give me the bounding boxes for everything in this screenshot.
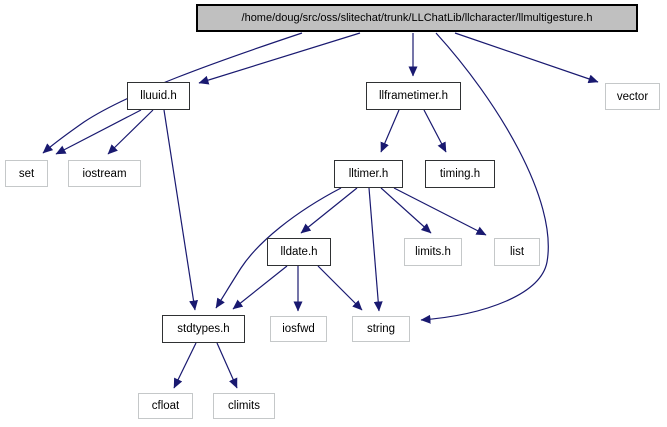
node-iosfwd: iosfwd — [270, 316, 327, 342]
node-stdtypes-h[interactable]: stdtypes.h — [162, 315, 245, 343]
node-climits: climits — [213, 393, 275, 419]
node-set: set — [5, 160, 48, 187]
node-vector: vector — [605, 83, 660, 110]
edge-title-to-string — [420, 32, 549, 324]
edge-title-to-lluuid — [198, 32, 361, 85]
edge-lluuid-to-iostream — [107, 109, 154, 155]
edge-lltimer-to-string — [368, 187, 383, 312]
node-string: string — [352, 316, 410, 342]
edge-llframetimer-to-timing — [423, 109, 447, 153]
edge-stdtypes-to-climits — [216, 342, 238, 389]
node-lluuid-h[interactable]: lluuid.h — [127, 82, 190, 110]
node-llmultigesture-h: /home/doug/src/oss/slitechat/trunk/LLCha… — [196, 4, 638, 32]
edge-lltimer-to-list — [393, 187, 487, 236]
node-lldate-h[interactable]: lldate.h — [267, 238, 331, 266]
edge-title-to-set — [42, 32, 303, 154]
node-timing-h[interactable]: timing.h — [425, 160, 495, 188]
node-list: list — [494, 238, 540, 266]
edge-lluuid-to-set — [55, 109, 142, 155]
node-llframetimer-h[interactable]: llframetimer.h — [366, 82, 461, 110]
edge-lldate-to-stdtypes — [232, 265, 288, 310]
edge-lluuid-to-stdtypes — [163, 109, 198, 311]
edge-lldate-to-string — [317, 265, 363, 311]
node-limits-h: limits.h — [404, 238, 462, 266]
edge-stdtypes-to-cfloat — [173, 342, 197, 389]
edge-lltimer-to-lldate — [300, 187, 358, 234]
node-lltimer-h[interactable]: lltimer.h — [334, 160, 403, 188]
edge-lltimer-to-limits — [380, 187, 432, 234]
edge-title-to-vector — [454, 32, 599, 84]
node-cfloat: cfloat — [138, 393, 193, 419]
edge-lltimer-to-stdtypes — [215, 187, 342, 309]
edge-llframetimer-to-lltimer — [380, 109, 400, 153]
node-iostream: iostream — [68, 160, 141, 187]
